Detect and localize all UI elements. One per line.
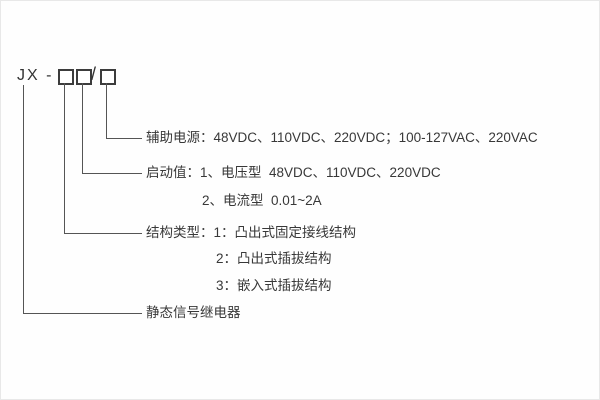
label-product-name: 静态信号继电器 bbox=[146, 305, 241, 320]
label-structure-type-3: 3：嵌入式插拔结构 bbox=[216, 278, 332, 293]
label-structure-type-2: 2：凸出式插拔结构 bbox=[216, 251, 332, 266]
connector-structure-type-line bbox=[64, 83, 142, 234]
connector-aux-power-line bbox=[106, 83, 142, 139]
connector-start-value-line bbox=[82, 83, 142, 174]
label-start-value-current: 2、电流型 0.01~2A bbox=[202, 193, 322, 208]
model-prefix: JX - bbox=[17, 67, 54, 84]
model-box-structure-type bbox=[58, 69, 74, 85]
model-slash: / bbox=[91, 64, 97, 84]
label-start-value-voltage: 启动值：1、电压型 48VDC、110VDC、220VDC bbox=[146, 165, 441, 180]
connector-product-name-line bbox=[23, 85, 142, 314]
label-structure-type-1: 结构类型：1：凸出式固定接线结构 bbox=[146, 225, 357, 240]
model-box-aux-power bbox=[100, 69, 116, 85]
label-aux-power: 辅助电源：48VDC、110VDC、220VDC；100-127VAC、220V… bbox=[146, 130, 538, 145]
model-box-start-value bbox=[76, 69, 92, 85]
